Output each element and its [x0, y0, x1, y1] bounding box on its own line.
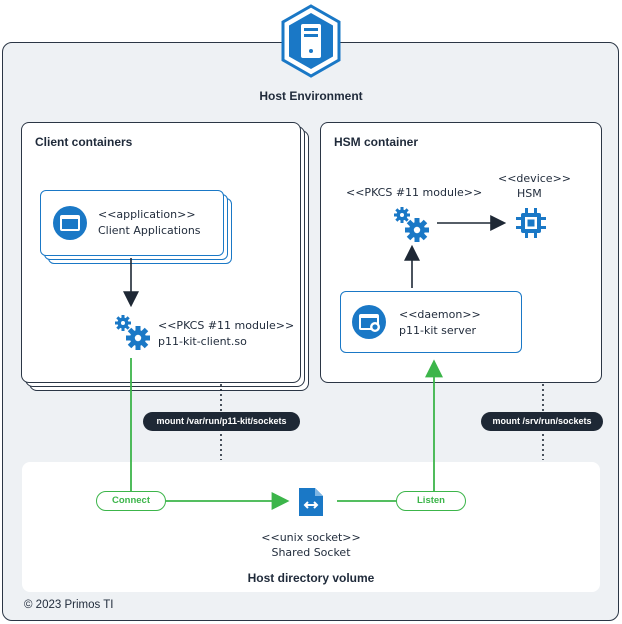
connect-badge: Connect [96, 491, 166, 511]
listen-badge: Listen [396, 491, 466, 511]
client-module-name: p11-kit-client.so [158, 335, 247, 348]
socket-file-icon [297, 486, 325, 523]
window-icon [53, 206, 87, 245]
host-directory-volume [22, 462, 600, 592]
gears-icon [393, 206, 431, 249]
socket-stereotype: <<unix socket>> [261, 531, 361, 544]
socket-name: Shared Socket [271, 546, 351, 559]
gears-icon [114, 314, 152, 357]
hsm-mount-badge: mount /srv/run/sockets [481, 412, 603, 431]
application-name: Client Applications [98, 224, 201, 237]
hsm-module-stereotype: <<PKCS #11 module>> [346, 186, 483, 199]
chip-icon [514, 206, 548, 245]
device-name: HSM [517, 187, 542, 200]
hsm-container-title: HSM container [334, 135, 419, 149]
client-applications-card: <<application>> Client Applications [40, 190, 224, 256]
server-icon [279, 4, 343, 78]
daemon-stereotype: <<daemon>> [399, 308, 481, 321]
client-containers-title: Client containers [35, 135, 133, 149]
volume-title: Host directory volume [247, 571, 375, 585]
daemon-name: p11-kit server [399, 324, 477, 337]
copyright: © 2023 Primos TI [24, 599, 114, 611]
host-environment-title: Host Environment [259, 89, 363, 103]
window-icon [352, 305, 386, 344]
p11-kit-server-card: <<daemon>> p11-kit server [340, 291, 522, 353]
device-stereotype: <<device>> [498, 172, 571, 185]
application-stereotype: <<application>> [98, 208, 196, 221]
client-mount-badge: mount /var/run/p11-kit/sockets [143, 412, 300, 431]
client-module-stereotype: <<PKCS #11 module>> [158, 319, 295, 332]
